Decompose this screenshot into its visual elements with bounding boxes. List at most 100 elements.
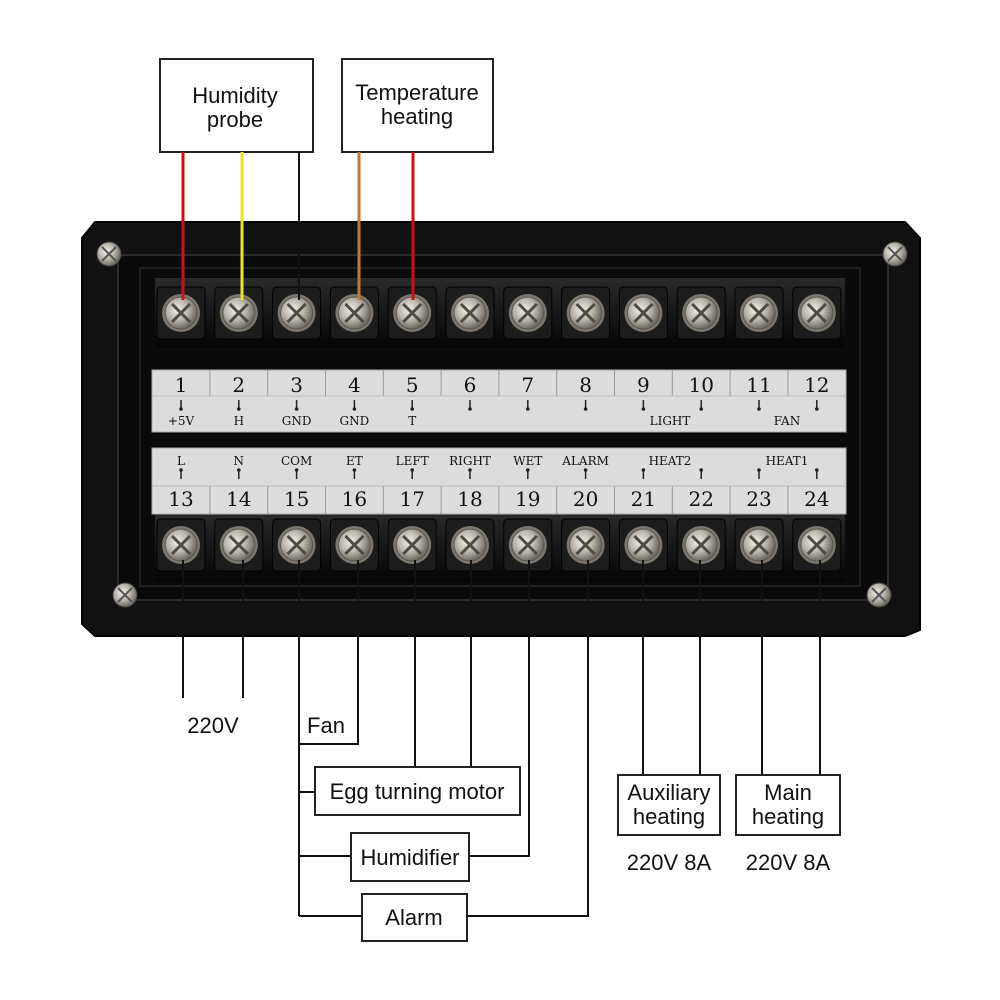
- terminal-tick-dot: [815, 407, 819, 411]
- terminal-14-screw-icon[interactable]: [214, 518, 264, 572]
- terminal-tick-dot: [757, 468, 761, 472]
- auxiliary-heating-label-line1: Auxiliary: [627, 780, 710, 805]
- terminal-function: N: [234, 454, 245, 468]
- main-heating-box: [735, 774, 841, 836]
- terminal-number: 23: [746, 487, 771, 511]
- alarm-box: [361, 893, 468, 942]
- terminal-tick-dot: [179, 407, 183, 411]
- corner-screw-icon: [866, 582, 892, 608]
- terminal-20-screw-icon[interactable]: [561, 518, 611, 572]
- terminal-3-screw-icon[interactable]: [272, 286, 322, 340]
- terminal-number: 5: [406, 373, 419, 397]
- terminal-tick-dot: [352, 468, 357, 472]
- temperature-heating-label-line2: heating: [381, 104, 453, 129]
- terminal-8-screw-icon[interactable]: [561, 286, 611, 340]
- terminal-tick-dot: [757, 407, 761, 411]
- terminal-19-screw-icon[interactable]: [503, 518, 553, 572]
- terminal-number: 24: [804, 487, 829, 511]
- terminal-tick-dot: [294, 407, 299, 411]
- corner-screw-icon: [112, 582, 138, 608]
- terminal-10-screw-icon[interactable]: [676, 286, 726, 340]
- temperature-heating-wiring: Temperature heating: [341, 58, 494, 300]
- bottom-terminal-screws: [156, 518, 842, 572]
- terminal-function: +5V: [168, 414, 195, 428]
- terminal-function: ALARM: [561, 454, 609, 468]
- terminal-function: LEFT: [396, 454, 429, 468]
- top-terminal-block: [155, 278, 845, 348]
- terminal-24-screw-icon[interactable]: [792, 518, 842, 572]
- terminal-number: 7: [521, 373, 534, 397]
- wire-terminal-19-humidifier: [469, 560, 530, 857]
- terminal-number: 3: [290, 373, 303, 397]
- terminal-function: WET: [513, 454, 542, 468]
- terminal-12-screw-icon[interactable]: [792, 286, 842, 340]
- corner-screw-icon: [882, 241, 908, 267]
- auxiliary-heating-box: [617, 774, 721, 836]
- terminal-23-screw-icon[interactable]: [734, 518, 784, 572]
- temperature-heating-box: [341, 58, 494, 153]
- temperature-heating-label-line1: Temperature: [355, 80, 479, 105]
- terminal-tick-dot: [641, 407, 646, 411]
- top-terminal-screws: [156, 286, 842, 340]
- terminal-15-screw-icon[interactable]: [272, 518, 322, 572]
- terminal-tick-dot: [410, 407, 415, 411]
- terminal-16-screw-icon[interactable]: [329, 518, 379, 572]
- terminal-function: RIGHT: [449, 454, 491, 468]
- terminal-11-screw-icon[interactable]: [734, 286, 784, 340]
- main-heating-label-line2: heating: [752, 804, 824, 829]
- terminal-number: 16: [342, 487, 367, 511]
- corner-screw-icon: [96, 241, 122, 267]
- terminal-13-screw-icon[interactable]: [156, 518, 206, 572]
- terminal-tick-dot: [583, 468, 588, 472]
- fan-group-label: FAN: [774, 414, 800, 428]
- terminal-tick-dot: [641, 468, 646, 472]
- auxiliary-heating-label-line2: heating: [633, 804, 705, 829]
- terminal-function: GND: [340, 414, 370, 428]
- egg-turning-motor-label: Egg turning motor: [330, 779, 505, 804]
- terminal-tick-dot: [583, 407, 588, 411]
- terminal-number: 13: [168, 487, 193, 511]
- terminal-6-screw-icon[interactable]: [445, 286, 495, 340]
- humidifier-box: [350, 832, 470, 882]
- auxiliary-rating-label: 220V 8A: [627, 850, 712, 875]
- alarm-label: Alarm: [385, 905, 442, 930]
- terminal-function: T: [408, 414, 416, 428]
- terminal-number: 8: [579, 373, 592, 397]
- terminal-7-screw-icon[interactable]: [503, 286, 553, 340]
- terminal-number: 20: [573, 487, 598, 511]
- terminal-21-screw-icon[interactable]: [618, 518, 668, 572]
- humidity-probe-label-line2: probe: [207, 107, 263, 132]
- terminal-tick-dot: [237, 468, 241, 472]
- terminal-number: 12: [804, 373, 829, 397]
- terminal-tick-dot: [179, 468, 183, 472]
- terminal-22-screw-icon[interactable]: [676, 518, 726, 572]
- terminal-9-screw-icon[interactable]: [618, 286, 668, 340]
- terminal-tick-dot: [352, 407, 357, 411]
- terminal-tick-dot: [237, 407, 241, 411]
- terminal-tick-dot: [699, 407, 703, 411]
- terminal-number: 18: [457, 487, 482, 511]
- housing-screws: [96, 241, 908, 608]
- terminal-5-screw-icon[interactable]: [387, 286, 437, 340]
- terminal-number: 11: [746, 373, 771, 397]
- terminal-function: H: [234, 414, 244, 428]
- terminal-tick-dot: [699, 468, 703, 472]
- wire-terminal-16-fan: [299, 560, 359, 745]
- terminal-1-screw-icon[interactable]: [156, 286, 206, 340]
- terminal-number: 2: [232, 373, 245, 397]
- heat2-group-label: HEAT2: [649, 454, 692, 468]
- terminal-tick-dot: [526, 468, 530, 472]
- heat1-group-label: HEAT1: [766, 454, 809, 468]
- terminal-number: 17: [399, 487, 424, 511]
- terminal-tick-dot: [815, 468, 819, 472]
- terminal-4-screw-icon[interactable]: [329, 286, 379, 340]
- wire-terminal-20-alarm: [467, 560, 589, 917]
- terminal-2-screw-icon[interactable]: [214, 286, 264, 340]
- humidity-probe-label-line1: Humidity: [192, 83, 278, 108]
- terminal-function: L: [177, 454, 185, 468]
- egg-turning-motor-box: [314, 766, 521, 816]
- bottom-wiring: [182, 560, 821, 917]
- terminal-17-screw-icon[interactable]: [387, 518, 437, 572]
